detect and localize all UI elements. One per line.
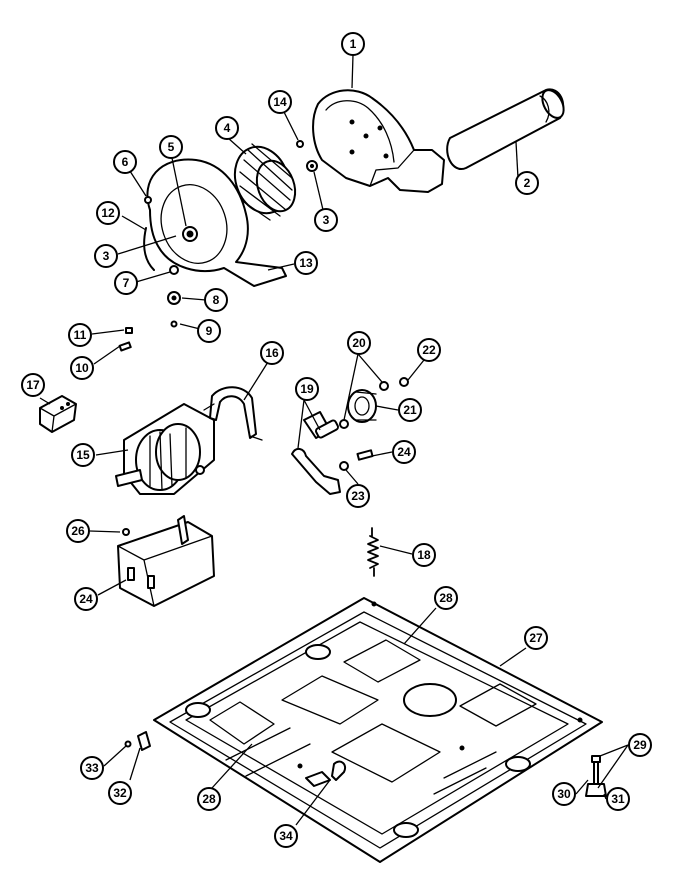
callout-30: 30 xyxy=(552,782,576,806)
callout-label: 31 xyxy=(611,792,625,806)
small-fasteners-top-left xyxy=(118,140,318,352)
callout-label: 5 xyxy=(168,140,175,154)
callout-10: 10 xyxy=(70,356,94,380)
callout-label: 20 xyxy=(352,336,366,350)
callout-label: 12 xyxy=(101,206,115,220)
leader-lines xyxy=(39,54,629,826)
callout-label: 32 xyxy=(113,786,127,800)
callout-4: 4 xyxy=(215,116,239,140)
callout-label: 28 xyxy=(439,591,453,605)
callout-label: 6 xyxy=(122,155,129,169)
callout-3-right: 3 xyxy=(314,208,338,232)
callout-26: 26 xyxy=(66,519,90,543)
callout-14: 14 xyxy=(268,90,292,114)
callout-label: 3 xyxy=(323,213,330,227)
idler-hardware xyxy=(339,377,409,471)
callout-20: 20 xyxy=(347,331,371,355)
callout-29: 29 xyxy=(628,733,652,757)
callout-31: 31 xyxy=(606,787,630,811)
callout-13: 13 xyxy=(294,251,318,275)
blower-back-plate xyxy=(146,158,287,287)
callout-label: 22 xyxy=(422,343,436,357)
callout-label: 29 xyxy=(633,738,647,752)
front-hardware xyxy=(124,731,151,751)
callout-label: 9 xyxy=(206,324,213,338)
callout-19: 19 xyxy=(295,377,319,401)
callout-label: 4 xyxy=(224,121,231,135)
callout-label: 1 xyxy=(350,37,357,51)
callout-15: 15 xyxy=(71,443,95,467)
callout-label: 26 xyxy=(71,524,85,538)
blower-wheel xyxy=(233,143,297,221)
callout-label: 3 xyxy=(103,249,110,263)
callout-25: 24 xyxy=(74,587,98,611)
callout-1: 1 xyxy=(341,32,365,56)
callout-label: 19 xyxy=(300,382,314,396)
callout-6: 6 xyxy=(113,150,137,174)
callout-22: 22 xyxy=(417,338,441,362)
callout-24: 24 xyxy=(392,440,416,464)
callout-label: 14 xyxy=(273,95,287,109)
callout-label: 2 xyxy=(524,176,531,190)
callout-5: 5 xyxy=(159,135,183,159)
callout-label: 13 xyxy=(299,256,313,270)
callout-label: 27 xyxy=(529,631,543,645)
callout-label: 10 xyxy=(75,361,89,375)
callout-32: 32 xyxy=(108,781,132,805)
callout-label: 33 xyxy=(85,761,99,775)
callout-17: 17 xyxy=(21,373,45,397)
callout-label: 34 xyxy=(279,829,293,843)
callout-label: 24 xyxy=(79,592,93,606)
callout-28-top: 28 xyxy=(434,586,458,610)
callout-label: 21 xyxy=(403,403,417,417)
callout-label: 24 xyxy=(397,445,411,459)
callout-9: 9 xyxy=(197,319,221,343)
callout-label: 7 xyxy=(123,276,130,290)
callout-label: 30 xyxy=(557,787,571,801)
terminal-block xyxy=(39,395,77,433)
idler-spring xyxy=(367,527,379,577)
callout-label: 16 xyxy=(265,346,279,360)
callout-label: 23 xyxy=(351,489,365,503)
callout-11: 11 xyxy=(68,323,92,347)
callout-label: 11 xyxy=(74,328,87,342)
idler-pulley xyxy=(347,389,377,423)
leveling-leg xyxy=(585,755,607,797)
callout-21: 21 xyxy=(398,398,422,422)
callout-27: 27 xyxy=(524,626,548,650)
callout-16: 16 xyxy=(260,341,284,365)
callout-label: 15 xyxy=(76,448,90,462)
callout-28-bottom: 28 xyxy=(197,787,221,811)
drive-motor xyxy=(115,403,215,495)
callout-7: 7 xyxy=(114,271,138,295)
callout-18: 18 xyxy=(412,543,436,567)
callout-23: 23 xyxy=(346,484,370,508)
callout-33: 33 xyxy=(80,756,104,780)
idler-arm xyxy=(291,411,341,495)
callout-label: 8 xyxy=(213,293,220,307)
callout-3-left: 3 xyxy=(94,244,118,268)
callout-12: 12 xyxy=(96,201,120,225)
callout-label: 18 xyxy=(417,548,431,562)
callout-8: 8 xyxy=(204,288,228,312)
callout-34: 34 xyxy=(274,824,298,848)
callout-label: 17 xyxy=(26,378,40,392)
callout-2: 2 xyxy=(515,171,539,195)
callout-label: 28 xyxy=(202,792,216,806)
blower-housing xyxy=(312,89,445,193)
exhaust-duct xyxy=(446,88,565,170)
motor-base-bracket xyxy=(117,515,215,607)
